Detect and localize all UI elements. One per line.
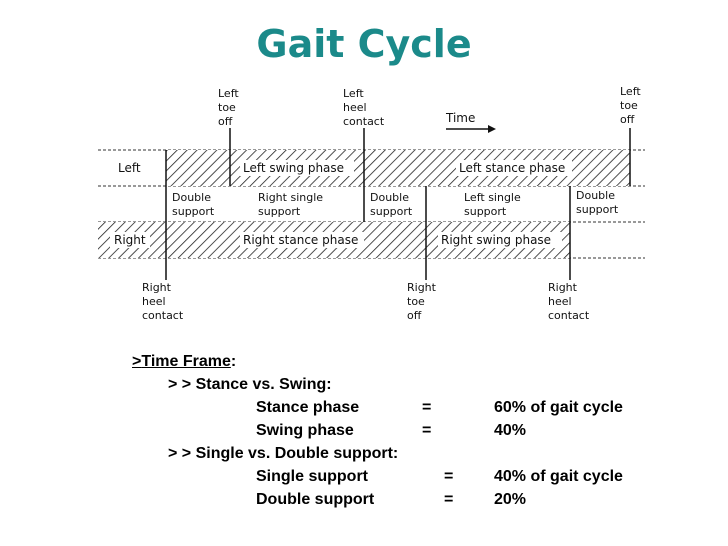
event-label: heel (142, 295, 166, 308)
section-heading: > > Stance vs. Swing: (168, 376, 332, 393)
time-arrow-icon (446, 125, 496, 133)
support-label: support (464, 205, 507, 218)
notes-row-swing: Swing phase = 40% (132, 419, 526, 442)
event-label: heel (548, 295, 572, 308)
event-label: contact (142, 309, 184, 322)
row-value: 60% of gait cycle (494, 399, 623, 416)
left-swing-label: Left swing phase (243, 161, 344, 175)
row-label: Swing phase (256, 422, 354, 439)
row-label: Double support (256, 491, 375, 508)
notes-section-stance-swing: > > Stance vs. Swing: (132, 373, 332, 396)
right-swing-label: Right swing phase (441, 233, 551, 247)
event-label: heel (343, 101, 367, 114)
support-labels: Double support Right single support Doub… (172, 189, 619, 218)
support-label: support (576, 203, 619, 216)
row-label: Single support (256, 468, 368, 485)
event-label: off (620, 113, 635, 126)
row-equals: = (444, 468, 454, 485)
event-label: Left (218, 87, 239, 100)
time-label: Time (445, 111, 475, 125)
event-label: Right (548, 281, 578, 294)
row-label: Stance phase (256, 399, 360, 416)
notes-prefix: > (132, 353, 142, 370)
notes-row-double: Double support = 20% (132, 488, 526, 511)
right-stance-label: Right stance phase (243, 233, 358, 247)
event-label: Right (407, 281, 437, 294)
notes-heading: Time Frame (141, 353, 231, 370)
event-label: Left (620, 85, 641, 98)
top-event-labels: Left toe off Left heel contact Left toe … (218, 85, 641, 128)
row-value: 40% of gait cycle (494, 468, 623, 485)
support-label: Double (172, 191, 211, 204)
notes-row-stance: Stance phase = 60% of gait cycle (132, 396, 623, 419)
time-frame-notes: >Time Frame: > > Stance vs. Swing: Stanc… (132, 350, 623, 511)
row-equals: = (444, 491, 454, 508)
notes-heading-row: >Time Frame: (132, 350, 236, 373)
gait-cycle-diagram: Left Right Left swing phase Left stance … (98, 85, 645, 322)
notes-colon: : (230, 353, 237, 370)
event-label: Left (343, 87, 364, 100)
page-title: Gait Cycle (256, 22, 472, 66)
event-label: toe (218, 101, 236, 114)
event-label: contact (343, 115, 385, 128)
event-label: off (407, 309, 422, 322)
phase-dividers (165, 128, 631, 280)
row-value: 20% (494, 491, 527, 508)
row-equals: = (422, 422, 432, 439)
event-label: contact (548, 309, 590, 322)
support-label: Double (370, 191, 409, 204)
event-label: Right (142, 281, 172, 294)
support-label: Double (576, 189, 615, 202)
support-label: Right single (258, 191, 323, 204)
notes-section-single-double: > > Single vs. Double support: (132, 442, 398, 465)
support-label: Left single (464, 191, 521, 204)
event-label: toe (407, 295, 425, 308)
left-stance-label: Left stance phase (459, 161, 565, 175)
support-label: support (370, 205, 413, 218)
section-heading: > > Single vs. Double support: (168, 445, 399, 462)
event-label: toe (620, 99, 638, 112)
row-equals: = (422, 399, 432, 416)
notes-row-single: Single support = 40% of gait cycle (132, 465, 623, 488)
row-label-right: Right (114, 233, 146, 247)
bottom-event-labels: Right heel contact Right toe off Right h… (142, 281, 590, 322)
row-value: 40% (494, 422, 527, 439)
event-label: off (218, 115, 233, 128)
support-label: support (258, 205, 301, 218)
support-label: support (172, 205, 215, 218)
row-label-left: Left (118, 161, 141, 175)
